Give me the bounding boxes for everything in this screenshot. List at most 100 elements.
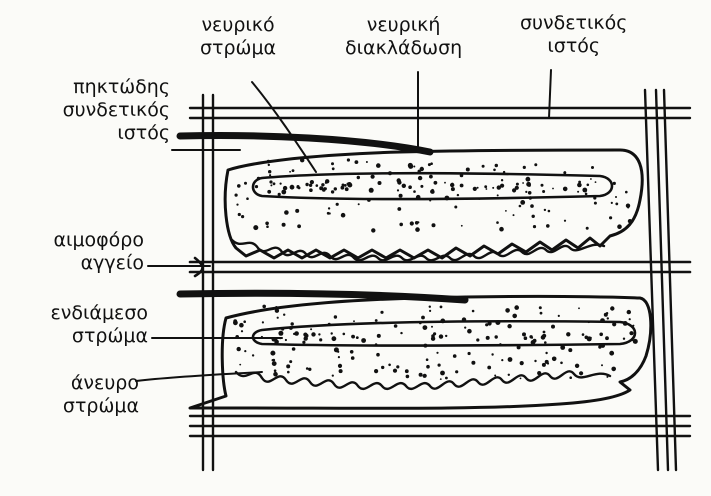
stipple-dot xyxy=(282,223,286,227)
stipple-dot xyxy=(482,165,485,168)
stipple-dot xyxy=(244,182,247,185)
stipple-dot xyxy=(460,184,464,188)
stipple-dot xyxy=(439,334,443,338)
stipple-dot xyxy=(497,194,499,196)
stipple-dot xyxy=(433,332,436,335)
stipple-dot xyxy=(351,335,354,338)
stipple-dot xyxy=(615,196,617,198)
stipple-dot xyxy=(431,337,435,341)
stipple-dot xyxy=(593,196,596,199)
stipple-dot xyxy=(309,188,313,192)
stipple-dot xyxy=(345,187,349,191)
stipple-dot xyxy=(331,190,334,193)
stipple-dot xyxy=(524,336,528,340)
stipple-dot xyxy=(283,186,287,190)
label-blood-vessel: αιμοφόροαγγείο xyxy=(53,229,144,275)
stipple-dot xyxy=(566,332,570,336)
stipple-dot xyxy=(246,197,249,200)
stipple-dot xyxy=(499,343,501,345)
lower-neural-layer xyxy=(253,321,635,345)
stipple-dot xyxy=(514,305,519,310)
label-dense-connective-tissue: πηκτώδης συνδετικός ιστός xyxy=(63,76,170,145)
stipple-dot xyxy=(579,371,583,375)
stipple-dot xyxy=(239,364,241,366)
stipple-dot xyxy=(445,196,450,201)
stipple-dot xyxy=(369,188,374,193)
stipple-dot xyxy=(235,194,238,197)
stipple-dot xyxy=(501,359,503,361)
stipple-dot xyxy=(328,207,330,209)
stipple-dot xyxy=(625,191,628,194)
stipple-dot xyxy=(253,225,258,230)
stipple-dot xyxy=(408,163,413,168)
stipple-dot xyxy=(338,356,340,358)
stipple-dot xyxy=(328,323,331,326)
stipple-dot xyxy=(544,209,546,211)
stipple-dot xyxy=(367,198,371,202)
stipple-dot xyxy=(416,195,421,200)
stipple-dot xyxy=(513,214,515,216)
stipple-dot xyxy=(429,306,431,308)
stipple-dot xyxy=(305,183,308,186)
label-neural-branch: νευρικήδιακλάδωση xyxy=(345,14,462,60)
stipple-dot xyxy=(460,174,464,178)
stipple-dot xyxy=(530,204,534,208)
stipple-dot xyxy=(617,224,622,229)
stipple-dot xyxy=(493,169,496,172)
connective-tissue-frame xyxy=(190,90,690,470)
stipple-dot xyxy=(466,168,470,172)
stipple-dot xyxy=(238,213,241,216)
stipple-dot xyxy=(292,347,296,351)
stipple-dot xyxy=(450,183,454,187)
stipple-dot xyxy=(294,331,299,336)
stipple-dot xyxy=(267,160,271,164)
stipple-dot xyxy=(453,354,457,358)
stipple-dot xyxy=(275,309,279,313)
stipple-dot xyxy=(262,305,266,309)
stipple-dot xyxy=(599,333,603,337)
stipple-dot xyxy=(269,174,271,176)
stipple-dot xyxy=(440,371,445,376)
stipple-dot xyxy=(569,376,572,379)
stipple-dot xyxy=(499,227,504,232)
stipple-dot xyxy=(542,190,545,193)
stipple-dot xyxy=(534,163,537,166)
stipple-dot xyxy=(281,190,286,195)
stipple-dot xyxy=(413,190,416,193)
stipple-dot xyxy=(310,328,312,330)
stipple-dot xyxy=(552,188,554,190)
stipple-dot xyxy=(278,193,281,196)
stipple-dot xyxy=(376,163,381,168)
stipple-dot xyxy=(478,198,480,200)
stipple-dot xyxy=(528,184,531,187)
stipple-dot xyxy=(321,183,324,186)
stipple-dot xyxy=(611,367,616,372)
stipple-dot xyxy=(627,206,629,208)
stipple-dot xyxy=(591,166,594,169)
stipple-dot xyxy=(426,358,429,361)
stipple-dot xyxy=(623,321,628,326)
stipple-dot xyxy=(290,185,295,190)
stipple-dot xyxy=(586,227,589,230)
stipple-dot xyxy=(471,361,475,365)
stipple-dot xyxy=(609,351,614,356)
stipple-dot xyxy=(520,361,524,365)
stipple-dot xyxy=(270,351,275,356)
stipple-dot xyxy=(388,171,392,175)
stipple-dot xyxy=(332,375,334,377)
stipple-dot xyxy=(410,221,414,225)
stipple-dot xyxy=(577,191,579,193)
stipple-dot xyxy=(632,325,634,327)
stipple-dot xyxy=(334,187,337,190)
stipple-dot xyxy=(520,200,525,205)
stipple-dot xyxy=(445,377,448,380)
stipple-dot xyxy=(292,169,295,172)
stipple-dot xyxy=(399,223,403,227)
stipple-dot xyxy=(629,331,633,335)
stipple-dot xyxy=(291,322,294,325)
stipple-dot xyxy=(309,184,312,187)
stipple-dot xyxy=(287,371,290,374)
label-nerveless-layer: άνευροστρώμα xyxy=(63,372,139,418)
stipple-dot xyxy=(420,185,423,188)
stipple-dot xyxy=(338,364,342,368)
